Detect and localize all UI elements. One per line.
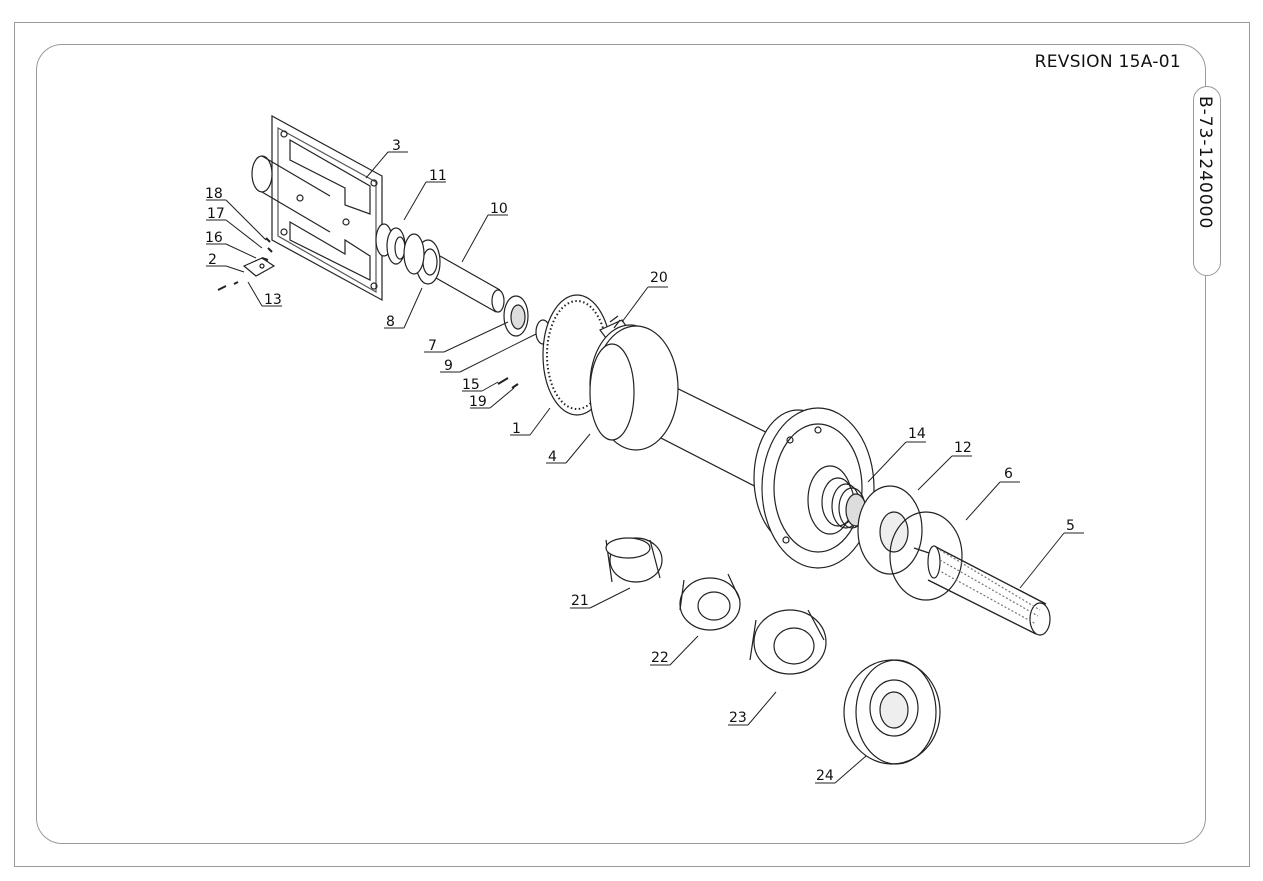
callout-4: 4 [548,449,557,465]
drawing-sheet-border [14,22,1250,867]
part-7-bearing [503,295,529,337]
drawing-number-tab [1193,86,1221,276]
small-hardware [217,237,519,389]
callout-6: 6 [1004,466,1013,482]
callout-13: 13 [264,292,282,308]
part-23-cone [749,609,827,675]
callout-15: 15 [462,377,480,393]
callout-22: 22 [651,650,669,666]
callout-24: 24 [816,768,834,784]
callout-12: 12 [954,440,972,456]
part-12-spacer [857,485,923,575]
part-5-threaded-shaft [913,545,1051,636]
part-8-bearing [403,233,441,285]
callout-20: 20 [650,270,668,286]
part-3-mounting-plate [251,114,383,302]
callout-7: 7 [428,338,437,354]
callout-21: 21 [571,593,589,609]
callout-9: 9 [444,358,453,374]
part-21-cone [605,537,663,583]
callout-2: 2 [208,252,217,268]
callout-8: 8 [386,314,395,330]
callout-23: 23 [729,710,747,726]
callout-14: 14 [908,426,926,442]
part-24-cone [843,659,941,765]
part-4-main-housing [589,324,875,569]
callout-10: 10 [490,201,508,217]
callout-1: 1 [512,421,521,437]
callout-18: 18 [205,186,223,202]
drawing-frame [36,44,1206,844]
callout-17: 17 [207,206,225,222]
callout-11: 11 [429,168,447,184]
callout-labels: 3 11 10 18 17 16 2 13 8 7 9 15 19 1 4 20… [205,138,1075,784]
callout-19: 19 [469,394,487,410]
callout-5: 5 [1066,518,1075,534]
callout-3: 3 [392,138,401,154]
revision-label: REVSION 15A-01 [1034,52,1181,72]
part-11-bearing-seat [375,223,406,265]
callout-16: 16 [205,230,223,246]
part-10-shaft [435,255,505,313]
part-22-cone [679,573,741,631]
leader-lines [206,151,1084,784]
part-6-snap-ring [889,511,963,601]
